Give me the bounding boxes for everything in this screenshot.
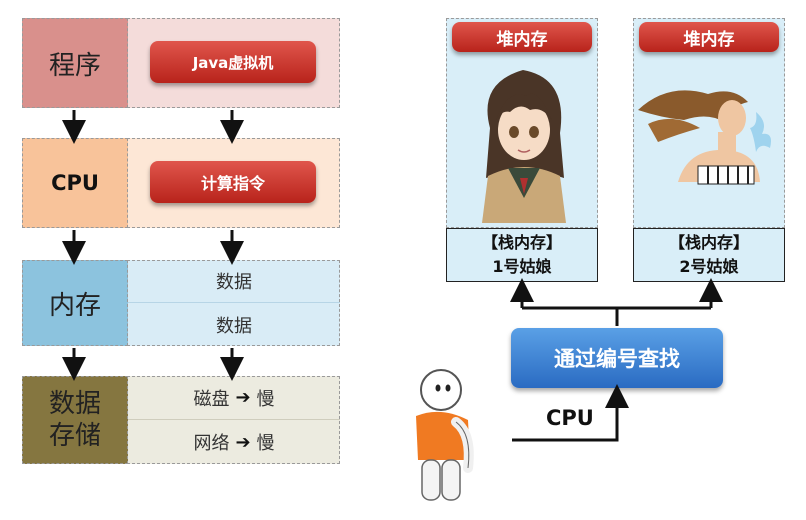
memory-data-label-2: 数据 [216,315,252,337]
lookup-by-id-button[interactable]: 通过编号查找 [511,328,723,388]
program-cell: 程序 [22,18,128,108]
disk-label: 磁盘 [193,388,230,410]
compute-instruction-label: 计算指令 [200,174,265,193]
disk-cell: 磁盘 ➔ 慢 [128,376,340,420]
cpu-caption-label: CPU [546,406,594,430]
arrow-right-icon: ➔ [235,387,251,408]
storage-cell: 数据 存储 [22,376,128,464]
memory-label: 内存 [48,290,101,321]
heap-button-1[interactable]: 堆内存 [452,22,592,52]
memory-data-label-1: 数据 [216,272,252,293]
memory-cell: 内存 [22,260,128,346]
anime-girl-image [482,70,566,223]
slow-label-1: 慢 [256,388,275,410]
heap-label-2: 堆内存 [683,29,735,50]
cpu-label: CPU [51,171,99,195]
jvm-button[interactable]: Java虚拟机 [150,41,316,83]
storage-label: 数据 存储 [48,389,101,451]
program-label: 程序 [48,50,101,81]
network-label: 网络 [193,433,230,454]
compute-instruction-button[interactable]: 计算指令 [150,161,316,203]
memory-data-cell-1: 数据 [128,260,340,303]
lookup-label: 通过编号查找 [554,347,680,371]
memory-data-cell-2: 数据 [128,303,340,346]
heap-button-2[interactable]: 堆内存 [639,22,779,52]
arrow-right-icon: ➔ [235,431,251,453]
cpu-caption: CPU [546,406,606,434]
stack-box-2: 【栈内存】 2号姑娘 [633,228,785,282]
stack-label-2: 【栈内存】 [668,233,749,252]
slow-label-2: 慢 [256,433,275,454]
stack-label-1: 【栈内存】 [481,233,562,252]
jvm-label: Java虚拟机 [192,53,274,72]
heap-label-1: 堆内存 [496,29,548,50]
girl-2-label: 2号姑娘 [679,257,739,276]
cpu-cell: CPU [22,138,128,228]
person-icon [416,369,474,501]
stack-box-1: 【栈内存】 1号姑娘 [446,228,598,282]
network-cell: 网络 ➔ 慢 [128,420,340,464]
woman-image [638,90,771,185]
girl-1-label: 1号姑娘 [492,257,552,276]
